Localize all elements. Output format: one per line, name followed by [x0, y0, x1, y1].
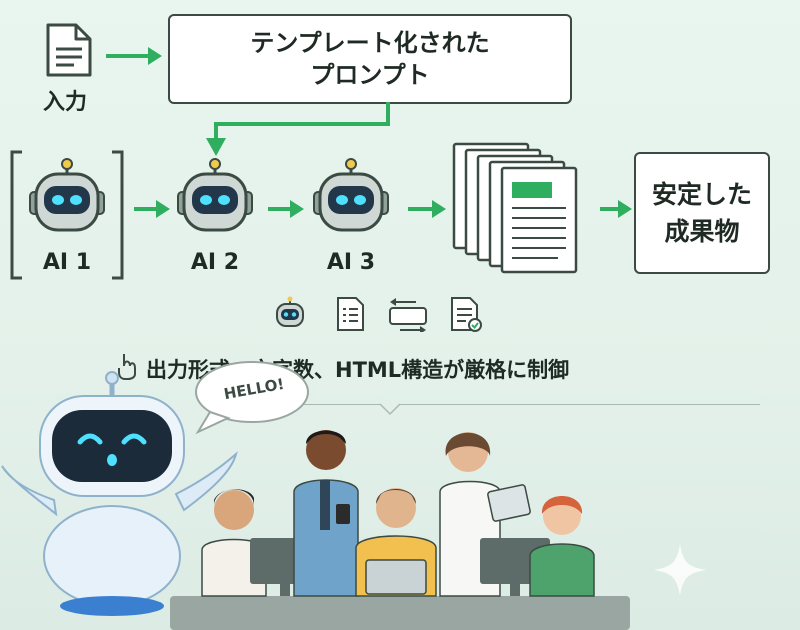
- arrow-input-to-template: [106, 47, 162, 65]
- robot-icon: [313, 158, 389, 232]
- template-prompt-box: テンプレート化された プロンプト: [168, 14, 572, 104]
- ai2-label: AI 2: [190, 250, 240, 275]
- approved-document-icon: [451, 297, 482, 332]
- team-illustration: [170, 430, 630, 630]
- arrow-template-to-ai2: [206, 102, 390, 156]
- template-box-line1: テンプレート化された: [250, 28, 490, 57]
- robot-icon: [29, 158, 105, 232]
- robot-icon: [177, 158, 253, 232]
- arrow-documents-to-output: [600, 200, 632, 218]
- arrow-ai3-to-documents: [408, 200, 446, 218]
- output-box-line1: 安定した: [651, 179, 752, 209]
- ai3-label: AI 3: [326, 250, 376, 275]
- section-divider: [400, 404, 760, 405]
- checklist-icon: [337, 297, 364, 331]
- hand-pointer-icon: [118, 354, 136, 380]
- robot-icon: [276, 296, 304, 327]
- stable-output-box: 安定した 成果物: [634, 152, 770, 274]
- template-box-line2: プロンプト: [310, 61, 430, 89]
- speech-bubble: [195, 361, 309, 435]
- sparkle-icon: [654, 544, 706, 596]
- mascot-robot: [1, 371, 238, 616]
- document-stack-icon: [452, 142, 578, 274]
- ai1-bracket: [10, 150, 124, 280]
- document-icon: [46, 23, 92, 77]
- swap-arrows-icon: [389, 298, 427, 332]
- output-box-line2: 成果物: [664, 217, 740, 246]
- ai1-label: AI 1: [42, 250, 92, 275]
- arrow-ai2-to-ai3: [268, 200, 304, 218]
- arrow-ai1-to-ai2: [134, 200, 170, 218]
- divider-notch: [379, 403, 401, 416]
- section-divider: [300, 404, 380, 405]
- input-label: 入力: [42, 90, 87, 115]
